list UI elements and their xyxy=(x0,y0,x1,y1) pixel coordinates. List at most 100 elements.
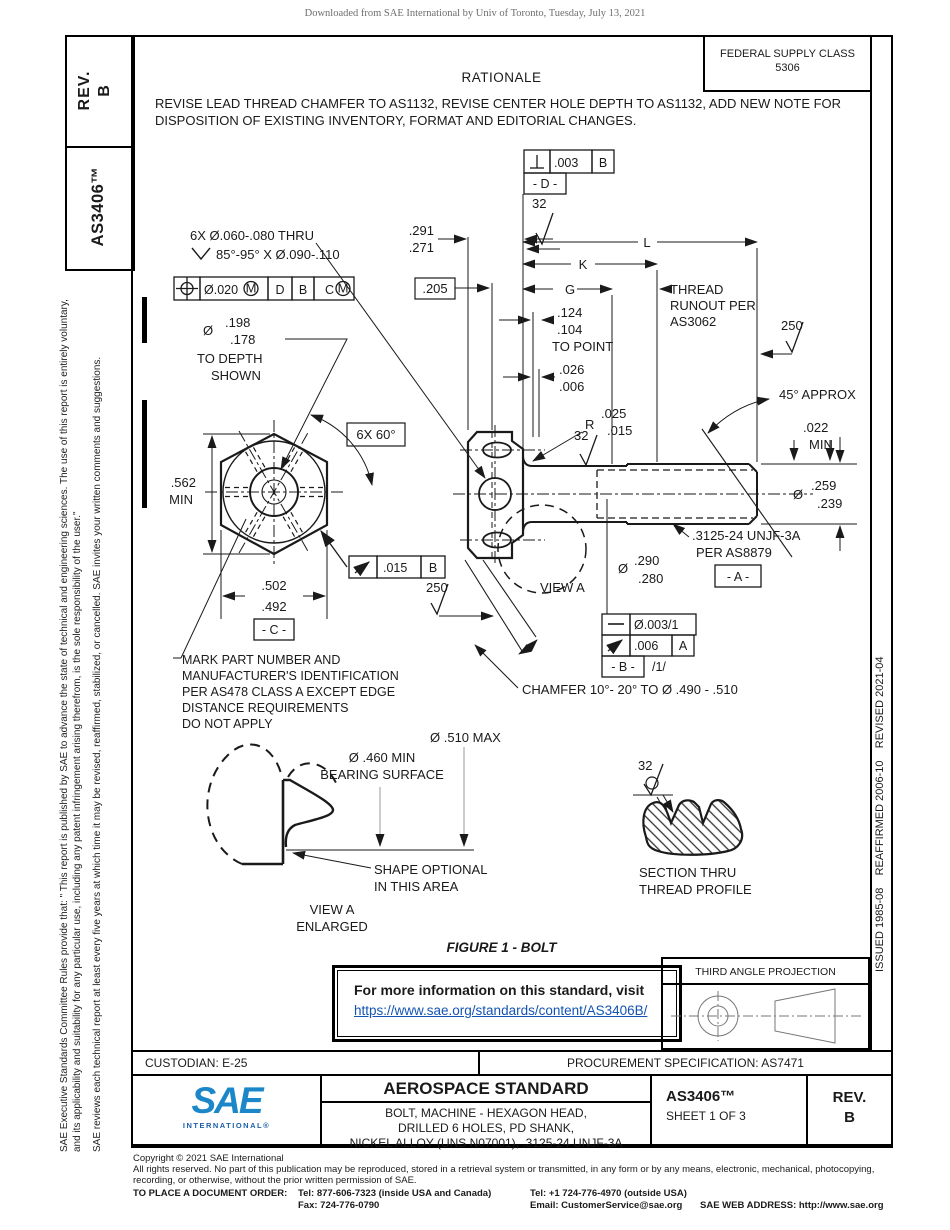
edge-dim: .026 .006 xyxy=(503,362,584,394)
fcf-position-mod2: M xyxy=(338,281,349,296)
revision-bar xyxy=(142,297,147,343)
mark-note-line3: PER AS478 CLASS A EXCEPT EDGE xyxy=(182,685,395,699)
fcf-position-mod: M xyxy=(246,281,257,296)
thread-callout-line2: PER AS8879 xyxy=(696,545,772,560)
fcf-position: Ø.020 M D B C M xyxy=(173,276,355,301)
note-ref-label: /1/ xyxy=(652,660,666,674)
view-a-circle xyxy=(497,504,587,594)
fax: Fax: 724-776-0790 xyxy=(298,1200,380,1211)
runout-note-line2: RUNOUT PER xyxy=(670,298,756,313)
fcf-straightness-tol: Ø.003/1 xyxy=(634,618,679,632)
chamfer-45-callout: 45° APPROX xyxy=(701,387,856,558)
view-a-enlarged: Ø .510 MAX Ø .460 MIN BEARING SURFACE SH… xyxy=(206,730,501,934)
fcf-stack: Ø.003/1 .006 A - B - /1/ xyxy=(601,613,697,678)
surface-finish-250-right: 250 xyxy=(760,318,804,359)
head-height-upper: .291 xyxy=(409,223,434,238)
hole-depth-note1: TO DEPTH xyxy=(197,351,263,366)
edge-upper: .026 xyxy=(559,362,584,377)
view-a-enlarged-line1: VIEW A xyxy=(310,902,355,917)
rev-side-value: B xyxy=(96,84,113,97)
mark-note-line4: DISTANCE REQUIREMENTS xyxy=(182,701,348,715)
hex-height-value: .562 xyxy=(171,475,196,490)
dim-g-label: G xyxy=(565,282,575,297)
thread-od-dim: Ø .259 .239 xyxy=(761,437,857,551)
length-dims: L K G xyxy=(522,235,758,297)
min-022-dim: .022 MIN xyxy=(789,420,835,461)
shank-od-upper: .290 xyxy=(634,553,659,568)
finish-check-icon xyxy=(535,212,554,246)
web-address: SAE WEB ADDRESS: http://www.sae.org xyxy=(700,1200,884,1211)
dim-l-label: L xyxy=(643,235,650,250)
chamfer-note-label: CHAMFER 10°- 20° TO Ø .490 - .510 xyxy=(522,682,738,697)
download-watermark: Downloaded from SAE International by Uni… xyxy=(304,8,646,19)
hex-height-qual: MIN xyxy=(169,492,193,507)
mark-note-line1: MARK PART NUMBER AND xyxy=(182,653,340,667)
doc-number-side-box: AS3406™ xyxy=(65,146,135,271)
fcf-position-datum3: C xyxy=(325,283,334,297)
across-flats-upper: .502 xyxy=(261,578,286,593)
fillet-upper: .025 xyxy=(601,406,626,421)
section-thread-line2: THREAD PROFILE xyxy=(639,882,752,897)
marking-leader xyxy=(180,518,247,659)
hole-depth-callout: Ø .198 .178 TO DEPTH SHOWN xyxy=(197,315,348,470)
thread-od-lower: .239 xyxy=(817,496,842,511)
bolt-side-view xyxy=(453,425,813,655)
hole-dia-upper: .198 xyxy=(225,315,250,330)
mmc-icon xyxy=(335,280,351,297)
revision-bar xyxy=(142,400,147,508)
fcf-shank-runout-tol: .006 xyxy=(634,639,658,653)
runout-symbol-icon xyxy=(606,639,624,655)
fcf-position-datum2: B xyxy=(299,283,307,297)
hole-depth-note2: SHOWN xyxy=(211,368,261,383)
finish-check-icon xyxy=(785,321,804,354)
figure-caption: FIGURE 1 - BOLT xyxy=(446,940,557,955)
max-510-label: Ø .510 MAX xyxy=(430,730,501,745)
dim-k-label: K xyxy=(579,257,588,272)
standard-title-cell: AEROSPACE STANDARD BOLT, MACHINE - HEXAG… xyxy=(322,1076,652,1150)
doc-number-side-label: AS3406™ xyxy=(89,166,107,247)
holes-callout-line2: 85°-95° X Ø.090-.110 xyxy=(216,247,340,262)
rights-line2: recording, or otherwise, without the pri… xyxy=(133,1175,417,1186)
hex-head-view: .562 MIN 6X 60° .015 B . xyxy=(169,414,446,641)
finish-check-icon xyxy=(430,583,449,616)
dia-symbol: Ø xyxy=(203,323,213,338)
side-view-centerlines xyxy=(453,425,813,565)
shape-optional-line1: SHAPE OPTIONAL xyxy=(374,862,487,877)
shape-optional-line2: IN THIS AREA xyxy=(374,879,459,894)
fcf-perp-datum: B xyxy=(599,156,607,170)
standard-link[interactable]: https://www.sae.org/standards/content/AS… xyxy=(354,1003,648,1018)
fillet-lower: .015 xyxy=(607,423,632,438)
fcf-shank-runout-datum: A xyxy=(679,639,688,653)
chamfer-45-label: 45° APPROX xyxy=(779,387,856,402)
fcf-head-runout: .015 B xyxy=(320,529,446,579)
finish-32-thread-label: 32 xyxy=(638,758,652,773)
fcf-head-runout-tol: .015 xyxy=(383,561,407,575)
shank-od-lower: .280 xyxy=(638,571,663,586)
shank-od-dim: Ø .290 .280 xyxy=(606,499,663,614)
to-point-lower: .104 xyxy=(557,322,582,337)
to-point-dim: .124 .104 TO POINT xyxy=(499,305,613,354)
third-angle-projection-box: THIRD ANGLE PROJECTION xyxy=(661,957,870,1050)
head-height-dim: .291 .271 xyxy=(409,223,553,255)
doc-number-cell: AS3406™ SHEET 1 OF 3 xyxy=(652,1076,808,1144)
datum-a-label: - A - xyxy=(727,570,749,584)
disclaimer-paragraph-2: SAE reviews each technical report at lea… xyxy=(92,356,103,1152)
tel-inside: Tel: 877-606-7323 (inside USA and Canada… xyxy=(298,1188,492,1199)
fillet-radius-dim: R .025 .015 xyxy=(532,406,632,462)
angle-arc xyxy=(310,414,374,486)
surface-finish-250-left: 250 xyxy=(426,580,494,621)
sheet-number: SHEET 1 OF 3 xyxy=(666,1109,746,1123)
edge-lower: .006 xyxy=(559,379,584,394)
hole-dia-lower: .178 xyxy=(230,332,255,347)
order-label: TO PLACE A DOCUMENT ORDER: xyxy=(133,1188,288,1199)
standard-title-line3: NICKEL ALLOY (UNS N07001), .3125-24 UNJF… xyxy=(349,1136,623,1150)
mmc-icon xyxy=(243,280,259,297)
right-sidebar-divider xyxy=(870,37,872,1050)
drawing-frame: FEDERAL SUPPLY CLASS 5306 RATIONALE REVI… xyxy=(131,35,893,1150)
sae-logo-text: SAE xyxy=(191,1080,263,1121)
hex-centerlines xyxy=(205,420,343,567)
hole-angle-label: 6X 60° xyxy=(356,427,395,442)
info-box: For more information on this standard, v… xyxy=(332,965,682,1042)
fcf-perpendicularity: .003 B - D - xyxy=(523,149,615,195)
thread-minor-dia xyxy=(596,469,753,519)
